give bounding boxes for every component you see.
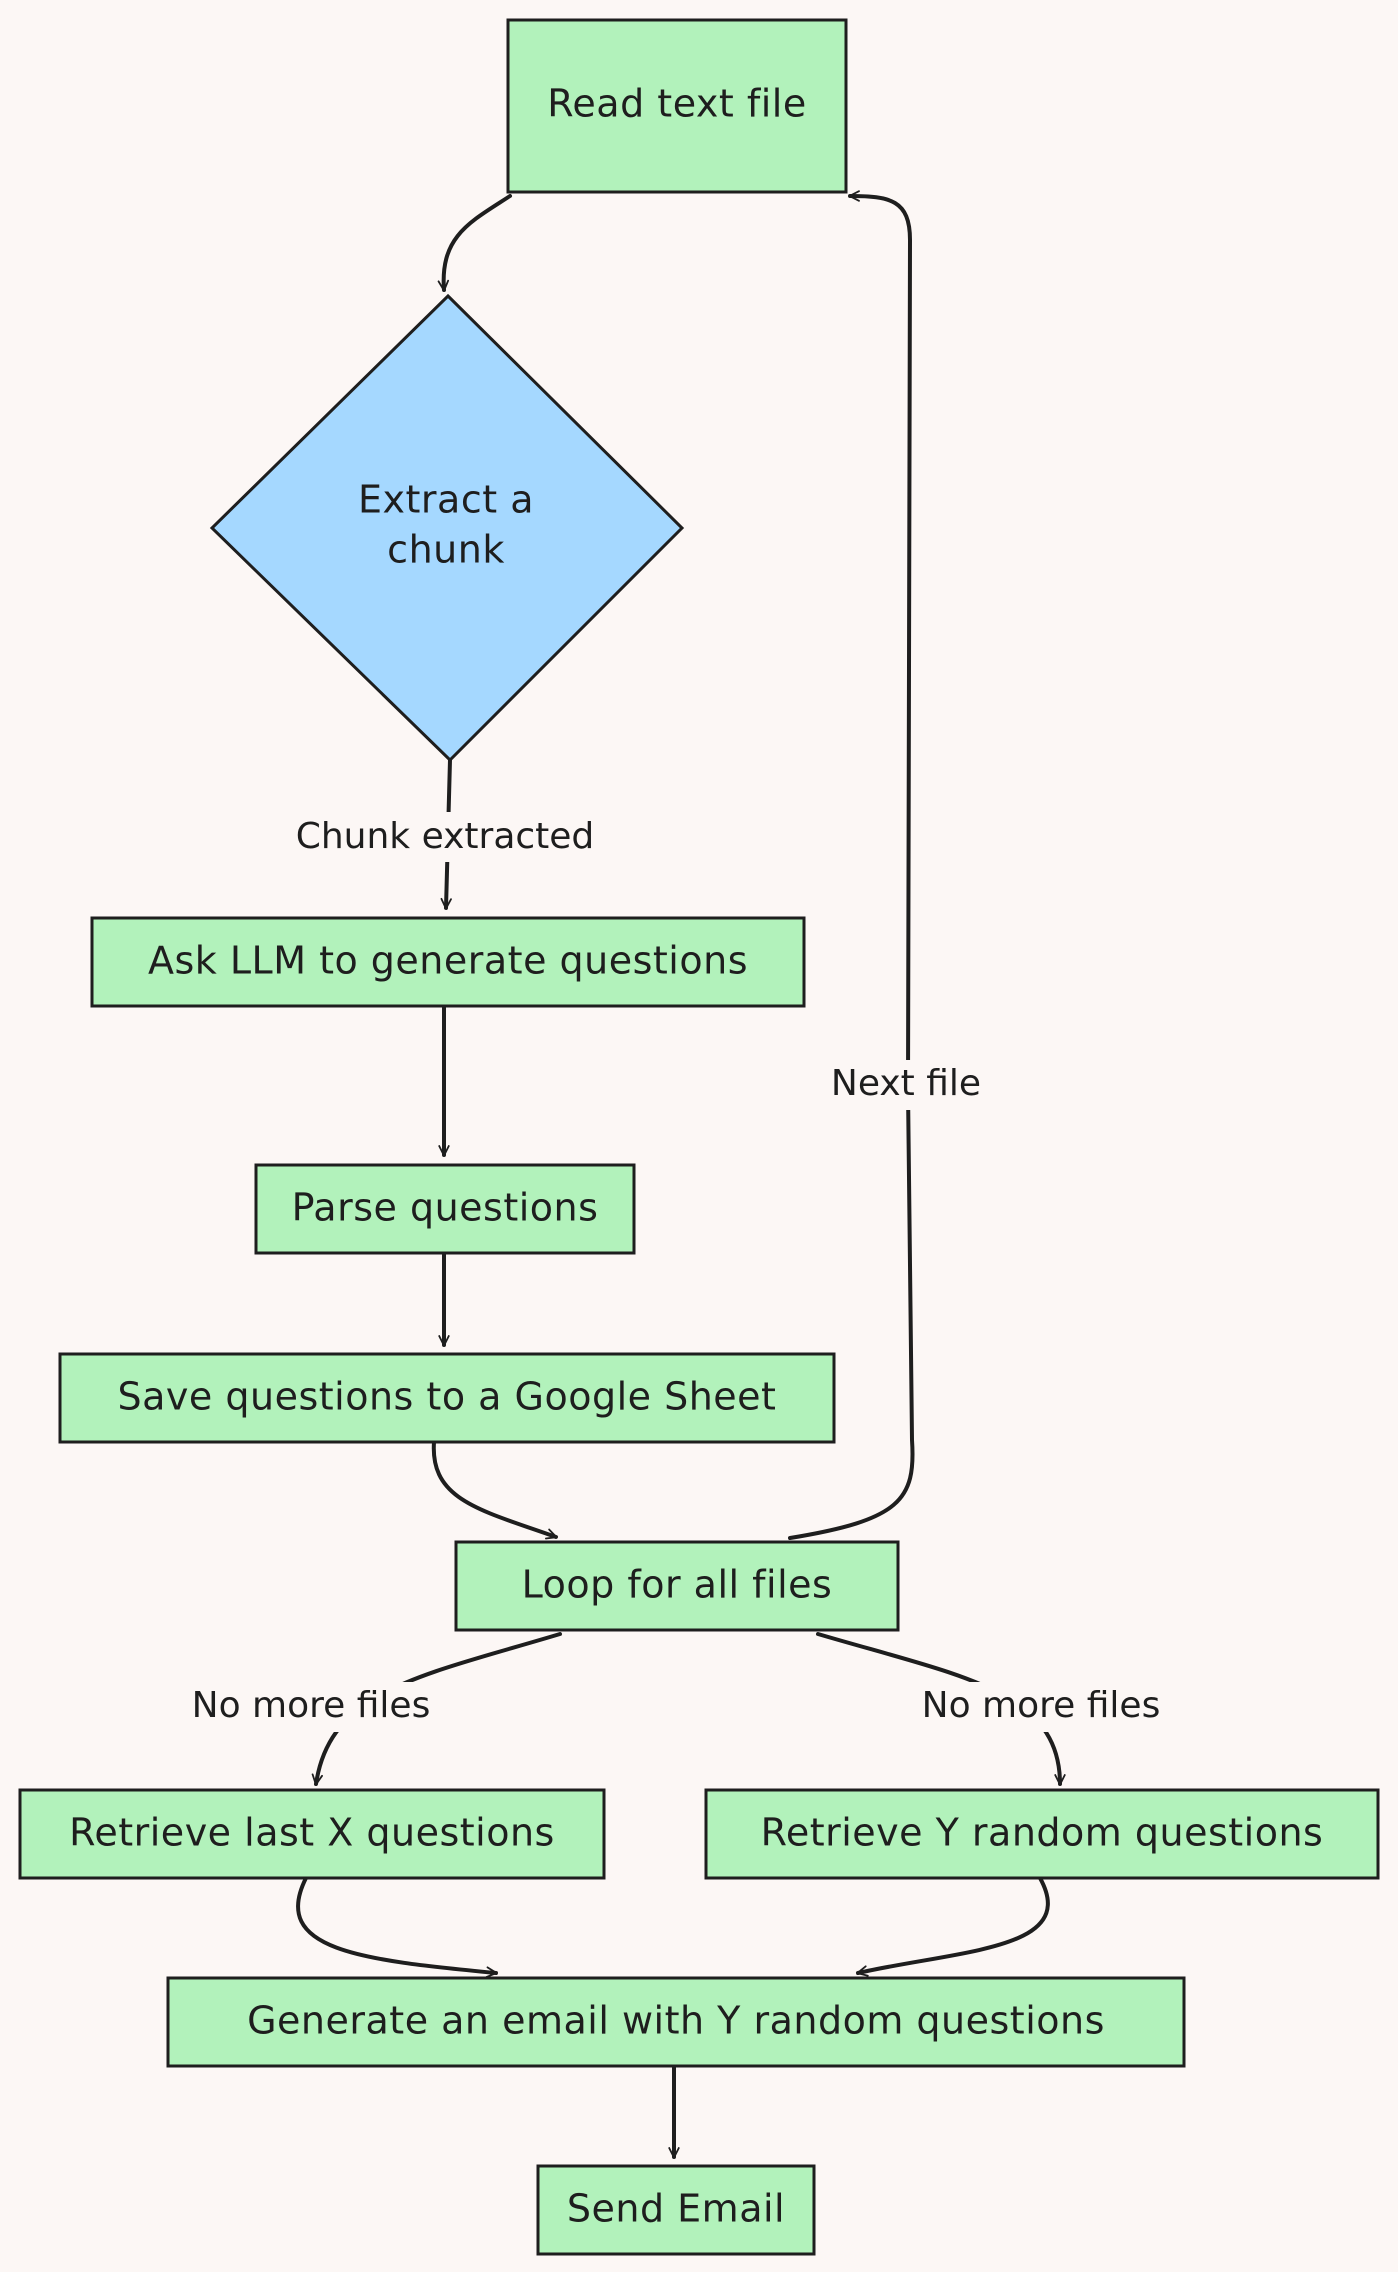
node-save-questions-label: Save questions to a Google Sheet	[118, 1375, 777, 1419]
node-read-text-file[interactable]: Read text file	[506, 18, 848, 194]
node-generate-email-label: Generate an email with Y random question…	[247, 1999, 1105, 2043]
node-extract-chunk-label-line-2: chunk	[387, 528, 505, 572]
edge-loop-to-read	[788, 190, 915, 1540]
edge-label-no-more-files-right: No more files	[922, 1685, 1161, 1726]
edge-label-chunk-extracted: Chunk extracted	[296, 816, 595, 857]
edge-save-to-loop	[431, 1440, 558, 1540]
node-parse-questions[interactable]: Parse questions	[254, 1163, 636, 1255]
node-extract-chunk-shape	[209, 293, 685, 763]
node-parse-questions-shape	[254, 1163, 636, 1255]
node-loop-files[interactable]: Loop for all files	[454, 1540, 900, 1632]
edge-labels-layer: Chunk extracted Next file No more files …	[176, 812, 1176, 1732]
node-retrieve-random[interactable]: Retrieve Y random questions	[704, 1788, 1380, 1880]
node-ask-llm-label: Ask LLM to generate questions	[148, 939, 748, 983]
nodes-layer: Read text file Extract a chunk Ask LLM t…	[18, 18, 1380, 2256]
node-retrieve-last[interactable]: Retrieve last X questions	[18, 1788, 606, 1880]
node-save-questions[interactable]: Save questions to a Google Sheet	[58, 1352, 836, 1444]
node-send-email-shape	[536, 2164, 816, 2256]
node-send-email[interactable]: Send Email	[536, 2164, 816, 2256]
node-generate-email-shape	[166, 1976, 1186, 2068]
edge-label-next-file: Next file	[831, 1063, 981, 1104]
node-ask-llm[interactable]: Ask LLM to generate questions	[90, 916, 806, 1008]
edge-label-no-more-files-left: No more files	[192, 1685, 431, 1726]
node-read-text-file-label: Read text file	[547, 82, 807, 126]
node-retrieve-random-label: Retrieve Y random questions	[761, 1811, 1324, 1855]
edge-retrieve-random-to-generate	[856, 1876, 1050, 1977]
node-loop-files-label: Loop for all files	[522, 1563, 833, 1607]
node-generate-email[interactable]: Generate an email with Y random question…	[166, 1976, 1186, 2068]
node-retrieve-last-shape	[18, 1788, 606, 1880]
node-parse-questions-label: Parse questions	[292, 1186, 599, 1230]
node-loop-files-shape	[454, 1540, 900, 1632]
node-extract-chunk-label-line-1: Extract a	[358, 478, 534, 522]
node-retrieve-last-label: Retrieve last X questions	[69, 1811, 555, 1855]
node-retrieve-random-shape	[704, 1788, 1380, 1880]
node-ask-llm-shape	[90, 916, 806, 1008]
edge-retrieve-last-to-generate	[296, 1876, 498, 1978]
edge-read-to-extract	[437, 194, 512, 292]
node-save-questions-shape	[58, 1352, 836, 1444]
node-extract-chunk[interactable]: Extract a chunk	[209, 293, 685, 763]
node-read-text-file-shape	[506, 18, 848, 194]
node-send-email-label: Send Email	[567, 2187, 785, 2231]
